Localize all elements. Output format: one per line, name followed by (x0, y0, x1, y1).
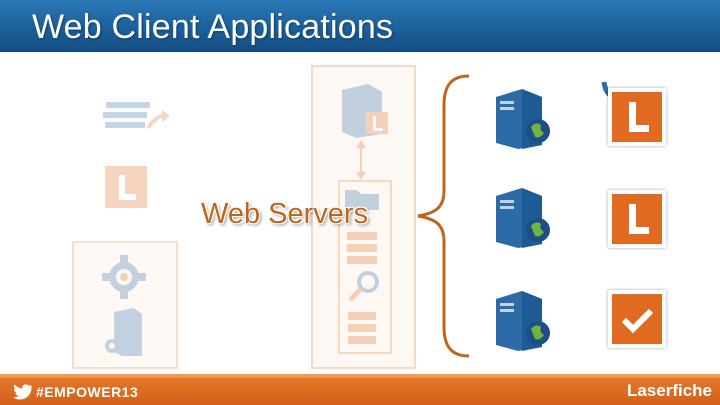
documents-icon (103, 102, 170, 130)
server-gear-icon (105, 308, 142, 356)
server-globe-icon (496, 89, 550, 149)
laserfiche-logo-icon (105, 166, 147, 208)
sync-arrow-icon (356, 140, 366, 180)
server-globe-icon (496, 188, 550, 248)
footer-accent (0, 374, 720, 378)
server-globe-icon (496, 291, 550, 351)
text-database-icon (348, 312, 376, 344)
checkmark-icon (608, 290, 666, 348)
search-icon (348, 271, 379, 302)
slide-title: Web Client Applications (32, 8, 394, 46)
twitter-bird-icon (13, 384, 32, 400)
services-panel (72, 241, 178, 369)
gear-icon (102, 255, 146, 299)
folder-icon (345, 190, 379, 210)
laserfiche-logo-icon (608, 88, 666, 146)
footer-bar: #EMPOWER13 Laserfiche (0, 378, 720, 405)
server-stack-inner (338, 180, 392, 354)
database-icon (347, 232, 377, 264)
web-servers-label: Web Servers (201, 198, 369, 230)
brand-logo-text: Laserfiche (626, 381, 712, 400)
server-logo-icon (342, 84, 388, 138)
title-bar: Web Client Applications (0, 0, 720, 52)
server-stack-panel (311, 65, 416, 369)
curly-brace-icon (417, 74, 470, 358)
laserfiche-logo-icon (608, 190, 666, 248)
event-hashtag: #EMPOWER13 (36, 384, 139, 400)
